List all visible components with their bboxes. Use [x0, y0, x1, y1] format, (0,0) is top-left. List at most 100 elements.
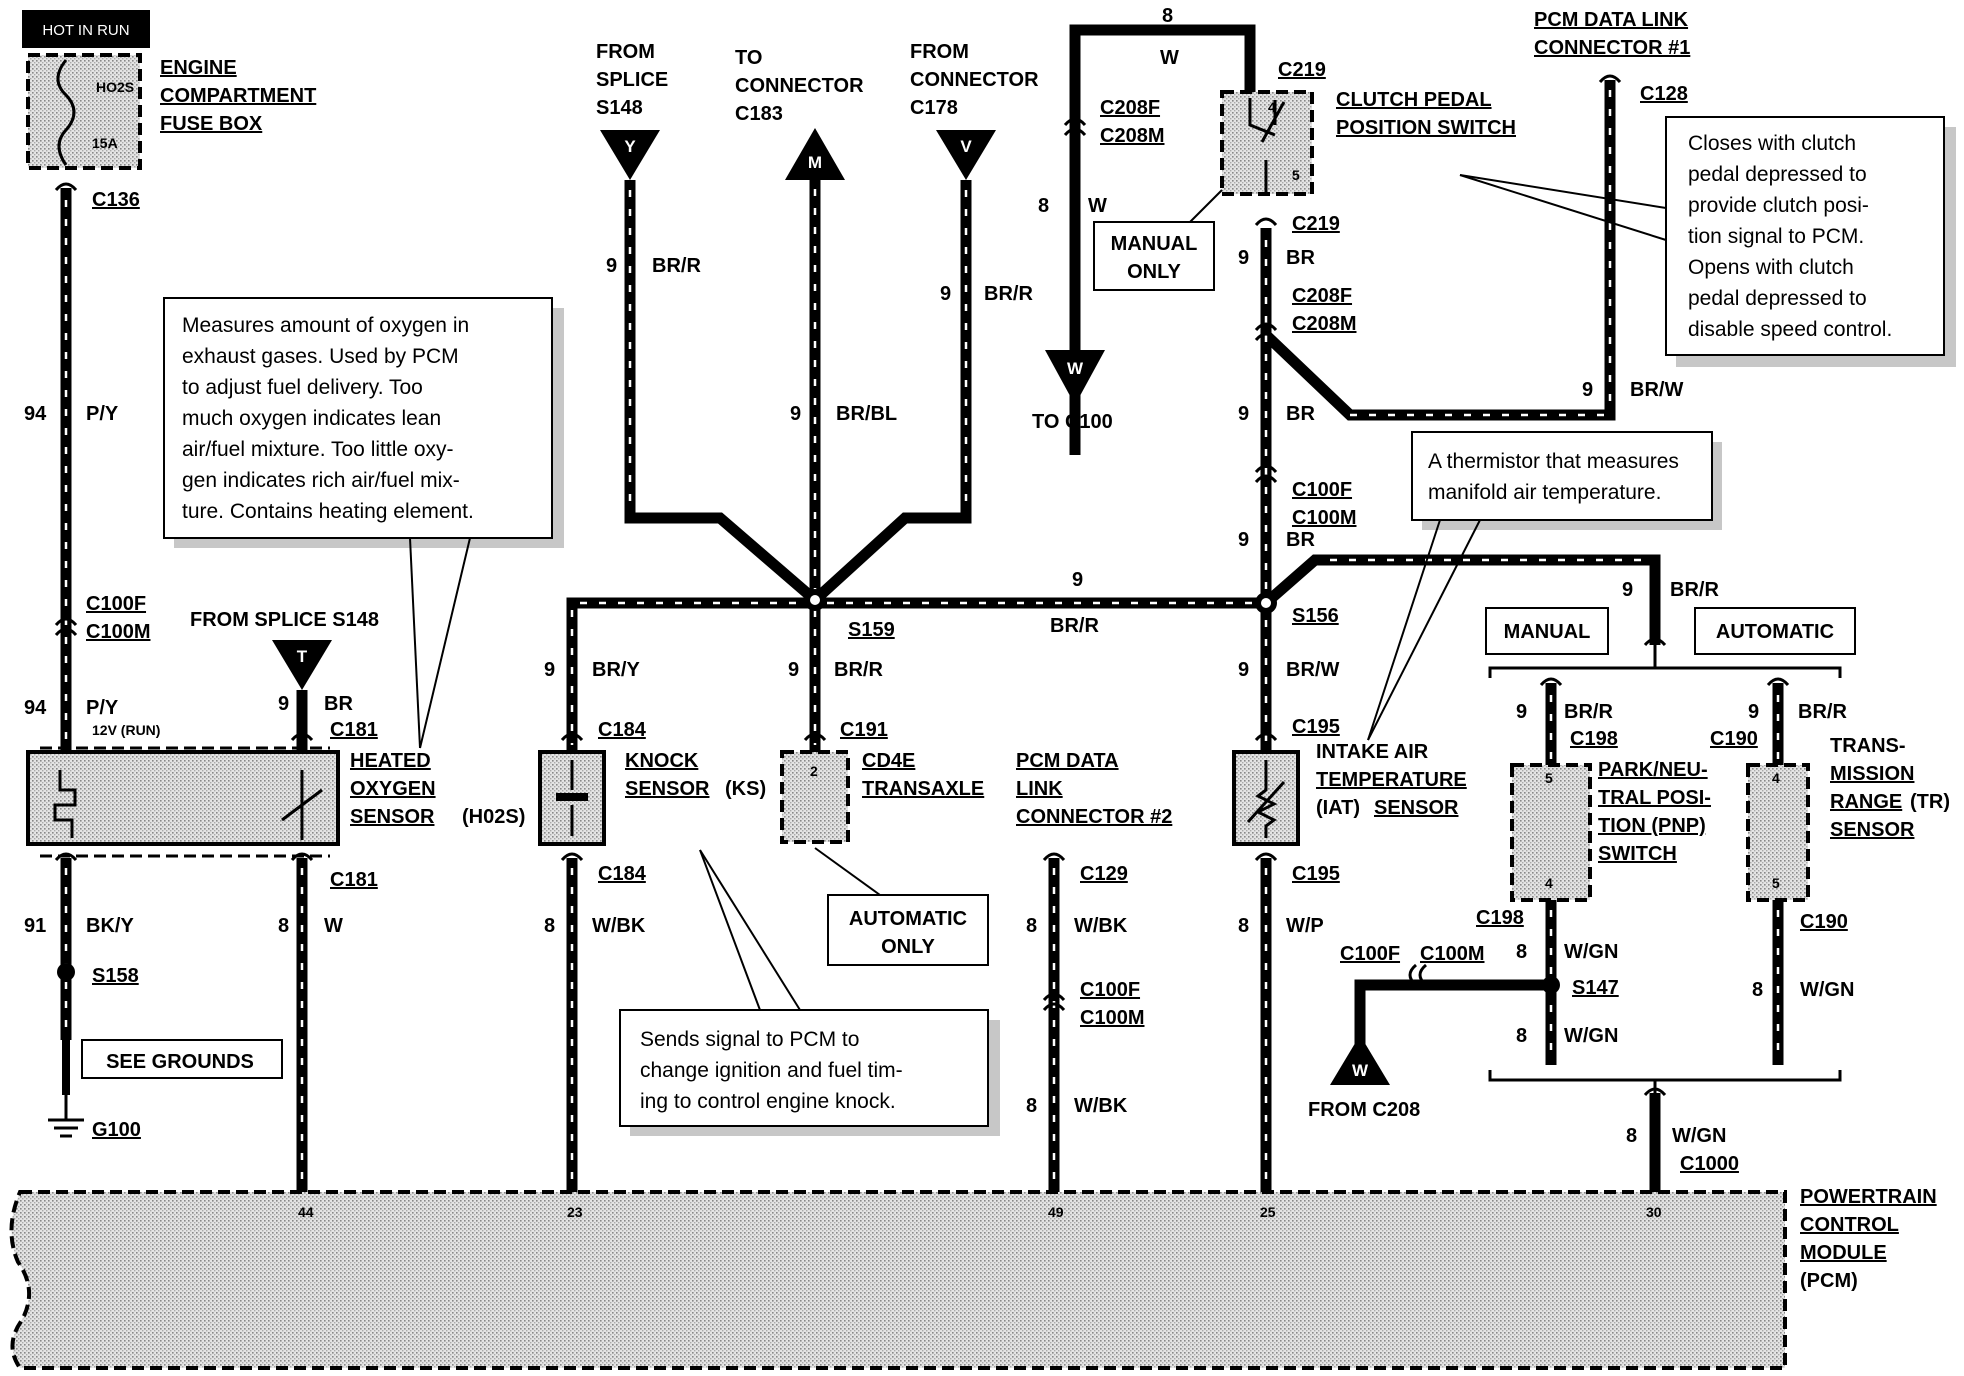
label-c198b: C198 — [1476, 907, 1524, 929]
note-clutch-line: tion signal to PCM. — [1688, 225, 1864, 248]
arrow-t-letter: T — [297, 647, 308, 666]
wire-size: 94 — [24, 403, 47, 425]
note-clutch-line: pedal depressed to — [1688, 163, 1867, 186]
h02s-label-3: SENSOR — [350, 806, 435, 828]
label-c100m: C100M — [86, 621, 150, 643]
note-knock-line: ing to control engine knock. — [640, 1090, 896, 1113]
pdl2-label-1: PCM DATA — [1016, 750, 1119, 772]
wire-color: P/Y — [86, 697, 119, 719]
wire-size: 9 — [1072, 569, 1083, 591]
wire-size: 8 — [1626, 1125, 1637, 1147]
wire-color: BR — [1286, 247, 1315, 269]
wire-size: 9 — [1238, 659, 1249, 681]
pin-44: 44 — [298, 1204, 314, 1220]
note-clutch-line: pedal depressed to — [1688, 287, 1867, 310]
note-clutch-line: Opens with clutch — [1688, 256, 1854, 279]
wire-size: 8 — [1516, 941, 1527, 963]
label-c136: C136 — [92, 189, 140, 211]
note-knock-line: Sends signal to PCM to — [640, 1028, 859, 1051]
label-s158: S158 — [92, 965, 139, 987]
pnp-label-2: TRAL POSI- — [1598, 787, 1711, 809]
wire-voltage: 12V (RUN) — [92, 722, 160, 738]
pcm-label-3: MODULE — [1800, 1242, 1887, 1264]
wire-size: 9 — [1238, 403, 1249, 425]
pnp-switch: 5 4 PARK/NEU- TRAL POSI- TION (PNP) SWIT… — [1510, 759, 1711, 902]
clutch-pin-5: 5 — [1292, 167, 1300, 183]
pdl2-label-3: CONNECTOR #2 — [1016, 806, 1172, 828]
from-c208: FROM C208 — [1308, 1099, 1420, 1121]
from-splice-s148: FROM SPLICE S148 — [190, 609, 379, 631]
pcm-label-4: (PCM) — [1800, 1270, 1858, 1292]
note-clutch: Closes with clutch pedal depressed to pr… — [1459, 116, 1956, 367]
ks-label-2: SENSOR — [625, 778, 710, 800]
pnp-label-3: TION (PNP) — [1598, 815, 1706, 837]
tr-sensor: 4 5 TRANS- MISSION RANGE (TR) SENSOR — [1746, 735, 1950, 902]
wire-color: W/BK — [592, 915, 646, 937]
wire-size: 8 — [1162, 5, 1173, 27]
wire-size: 8 — [1238, 915, 1249, 937]
label-c100f-2: C100F — [1080, 979, 1140, 1001]
wire-color: W/BK — [1074, 1095, 1128, 1117]
pin-49: 49 — [1048, 1204, 1064, 1220]
pdl2-label-2: LINK — [1016, 778, 1063, 800]
h02s-label-1: HEATED — [350, 750, 431, 772]
to-connector-3: C183 — [735, 103, 783, 125]
pin-23: 23 — [567, 1204, 583, 1220]
to-connector-1: TO — [735, 47, 762, 69]
note-knock-line: change ignition and fuel tim- — [640, 1059, 903, 1082]
automatic-tag: AUTOMATIC — [1716, 621, 1834, 643]
wire-color: W/GN — [1672, 1125, 1726, 1147]
label-c190: C190 — [1710, 728, 1758, 750]
tr-label-2: MISSION — [1830, 763, 1914, 785]
label-c208f-2: C208F — [1100, 97, 1160, 119]
wire-color: BR/W — [1286, 659, 1339, 681]
label-c100m-3: C100M — [1292, 507, 1356, 529]
clutch-pedal-switch: 5 4 CLUTCH PEDAL POSITION SWITCH — [1220, 89, 1516, 196]
fuse-box-label-1: ENGINE — [160, 57, 237, 79]
arrow-w-letter: W — [1067, 359, 1084, 378]
note-o2-line: air/fuel mixture. Too little oxy- — [182, 438, 454, 461]
fuse-box-label-2: COMPARTMENT — [160, 85, 316, 107]
label-c1000: C1000 — [1680, 1153, 1739, 1175]
pnp-label-4: SWITCH — [1598, 843, 1677, 865]
ground-wire — [48, 1030, 84, 1138]
ks-label-3: (KS) — [725, 778, 766, 800]
from-splice-3: S148 — [596, 97, 643, 119]
label-s159: S159 — [848, 619, 895, 641]
from-connector-1: FROM — [910, 41, 969, 63]
wire-size: 8 — [278, 915, 289, 937]
label-c184: C184 — [598, 719, 647, 741]
wire-size: 8 — [1752, 979, 1763, 1001]
wire-size: 91 — [24, 915, 46, 937]
cd4e-pin: 2 — [810, 763, 818, 779]
from-splice-2: SPLICE — [596, 69, 668, 91]
wire-color: BR/R — [834, 659, 883, 681]
cd4e-label-1: CD4E — [862, 750, 915, 772]
label-c100f: C100F — [86, 593, 146, 615]
wire-color: BR — [324, 693, 353, 715]
clutch-pin-4: 4 — [1268, 99, 1276, 115]
fuse-box: HOT IN RUN HO2S 15A ENGINE COMPARTMENT F… — [22, 10, 316, 170]
cd4e-transaxle: 2 CD4E TRANSAXLE — [780, 750, 984, 844]
heated-oxygen-sensor: HEATED OXYGEN SENSOR (H02S) — [26, 746, 525, 858]
clutch-label-2: POSITION SWITCH — [1336, 117, 1516, 139]
wire-color: P/Y — [86, 403, 119, 425]
pnp-pin-5: 5 — [1545, 770, 1553, 786]
note-clutch-line: disable speed control. — [1688, 318, 1892, 341]
wire-color: BR/R — [984, 283, 1033, 305]
wire-color: BR/R — [1670, 579, 1719, 601]
manual-tag: MANUAL — [1504, 621, 1591, 643]
note-knock: Sends signal to PCM to change ignition a… — [619, 849, 1000, 1136]
label-c100m-2: C100M — [1080, 1007, 1144, 1029]
dl1-label-1: PCM DATA LINK — [1534, 9, 1689, 31]
splice-dots — [57, 589, 1560, 994]
label-c195b: C195 — [1292, 863, 1340, 885]
note-thermistor: A thermistor that measures manifold air … — [1367, 431, 1722, 741]
wire-color: BR/R — [1564, 701, 1613, 723]
wire-size: 8 — [544, 915, 555, 937]
wire-size: 9 — [1238, 247, 1249, 269]
top-labels: FROM SPLICE S148 TO CONNECTOR C183 FROM … — [190, 41, 1420, 1121]
fuse-box-label-3: FUSE BOX — [160, 113, 263, 135]
wire-size: 9 — [788, 659, 799, 681]
